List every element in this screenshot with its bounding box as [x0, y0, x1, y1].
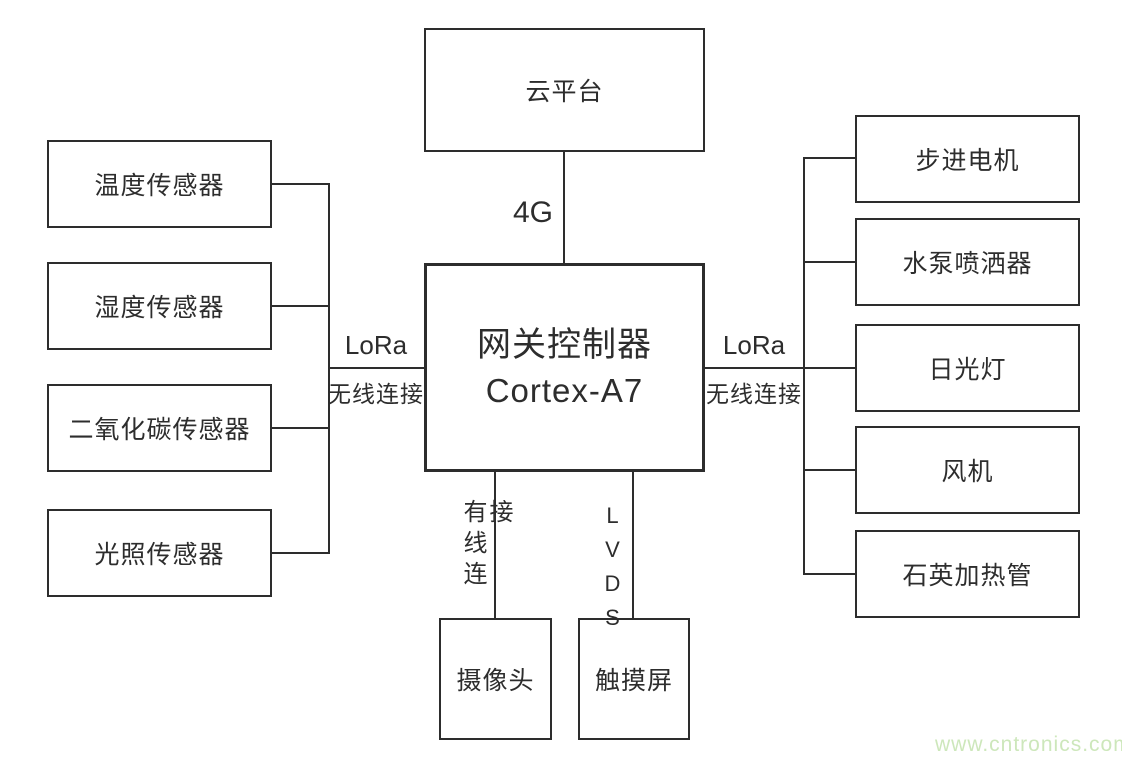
link-line-fluorescent-lamp [805, 367, 857, 369]
node-stepper-motor-label: 步进电机 [915, 147, 1020, 175]
node-humidity-sensor: 湿度传感器 [47, 262, 272, 350]
node-fan: 风机 [855, 426, 1080, 514]
node-water-pump-sprayer: 水泵喷洒器 [855, 218, 1080, 306]
link-label-lora-left: LoRa [344, 330, 408, 360]
node-touchscreen: 触摸屏 [578, 618, 690, 740]
node-temperature-sensor: 温度传感器 [47, 140, 272, 228]
node-camera-label: 摄像头 [456, 667, 535, 695]
node-light-sensor: 光照传感器 [47, 509, 272, 597]
node-gateway-title: 网关控制器 [477, 325, 652, 364]
link-label-lvds: LVDS [600, 503, 625, 639]
node-touchscreen-label: 触摸屏 [594, 667, 673, 695]
link-line-water-pump [805, 261, 857, 263]
node-humidity-sensor-label: 湿度传感器 [94, 294, 225, 322]
node-water-pump-sprayer-label: 水泵喷洒器 [902, 250, 1033, 278]
link-line-stepper-motor [805, 157, 857, 159]
link-label-wireless-right: 无线连接 [706, 381, 802, 407]
node-fan-label: 风机 [941, 458, 994, 486]
node-fluorescent-lamp-label: 日光灯 [928, 356, 1007, 384]
link-line-humidity-sensor [272, 305, 329, 307]
node-stepper-motor: 步进电机 [855, 115, 1080, 203]
node-gateway-controller: 网关控制器 Cortex-A7 [424, 263, 705, 472]
link-label-wireless-left: 无线连接 [328, 381, 424, 407]
node-cloud-platform: 云平台 [424, 28, 705, 152]
node-fluorescent-lamp: 日光灯 [855, 324, 1080, 412]
node-gateway-subtitle: Cortex-A7 [485, 371, 644, 409]
actuator-bus-line [803, 157, 805, 575]
link-line-lora-left [328, 367, 424, 369]
link-label-wired-connection: 有线连接 [459, 499, 512, 592]
link-label-lora-right: LoRa [722, 330, 786, 360]
link-label-4g: 4G [512, 196, 553, 229]
link-line-cloud-gateway [563, 152, 565, 263]
node-temperature-sensor-label: 温度传感器 [94, 172, 225, 200]
watermark-text: www.cntronics.com [935, 733, 1122, 756]
link-line-light-sensor [272, 552, 329, 554]
link-line-fan [805, 469, 857, 471]
link-line-lora-right [703, 367, 805, 369]
link-line-temperature-sensor [272, 183, 329, 185]
node-co2-sensor-label: 二氧化碳传感器 [68, 416, 251, 444]
link-line-quartz-heater [805, 573, 857, 575]
node-cloud-platform-label: 云平台 [525, 78, 604, 106]
link-line-touchscreen [632, 472, 634, 618]
link-line-co2-sensor [272, 427, 329, 429]
node-co2-sensor: 二氧化碳传感器 [47, 384, 272, 472]
node-quartz-heater-label: 石英加热管 [902, 562, 1033, 590]
node-camera: 摄像头 [439, 618, 552, 740]
node-light-sensor-label: 光照传感器 [94, 541, 225, 569]
link-line-camera [494, 472, 496, 618]
node-quartz-heater: 石英加热管 [855, 530, 1080, 618]
